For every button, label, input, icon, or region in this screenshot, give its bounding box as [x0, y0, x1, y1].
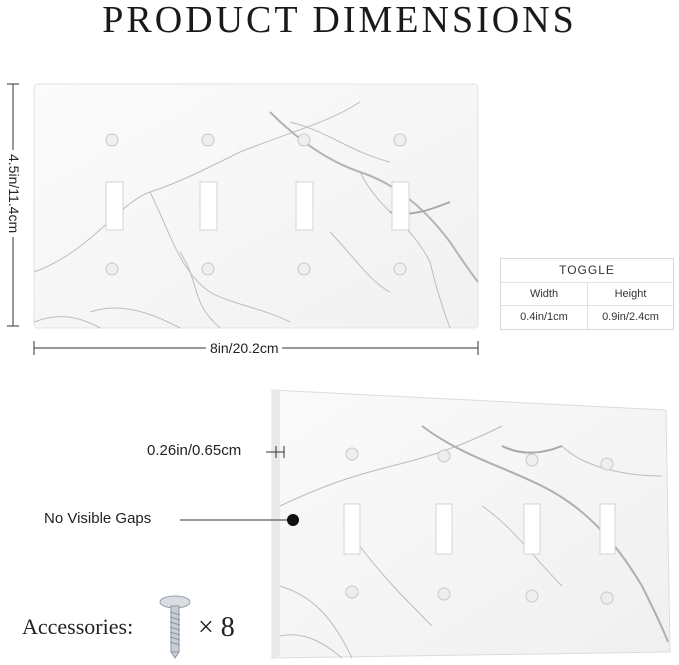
gaps-pointer [180, 514, 299, 526]
spec-val-width: 0.4in/1cm [520, 311, 568, 323]
screw-heads [105, 133, 407, 276]
thickness-marker [266, 446, 285, 458]
page-title: PRODUCT DIMENSIONS [102, 0, 577, 41]
front-wallplate [33, 83, 479, 329]
toggle-openings [105, 181, 410, 231]
screw-heads [345, 447, 614, 605]
thickness-label: 0.26in/0.65cm [147, 442, 242, 459]
toggle-spec-table: TOGGLE Width Height 0.4in/1cm 0.9in/2.4c… [500, 258, 674, 330]
screw-icon [159, 595, 191, 659]
width-label: 8in/20.2cm [206, 340, 283, 356]
angled-wallplate [271, 389, 671, 659]
accessories-label: Accessories: [22, 614, 134, 639]
spec-val-height: 0.9in/2.4cm [602, 311, 659, 323]
spec-table-header: TOGGLE [501, 259, 673, 283]
no-visible-gaps-label: No Visible Gaps [44, 510, 152, 527]
accessories-quantity: × 8 [198, 612, 235, 643]
marble-veins [279, 425, 669, 659]
toggle-openings [343, 503, 616, 555]
height-label: 4.5in/11.4cm [6, 150, 22, 238]
spec-col-height: Height [614, 288, 647, 300]
spec-col-width: Width [529, 288, 559, 300]
